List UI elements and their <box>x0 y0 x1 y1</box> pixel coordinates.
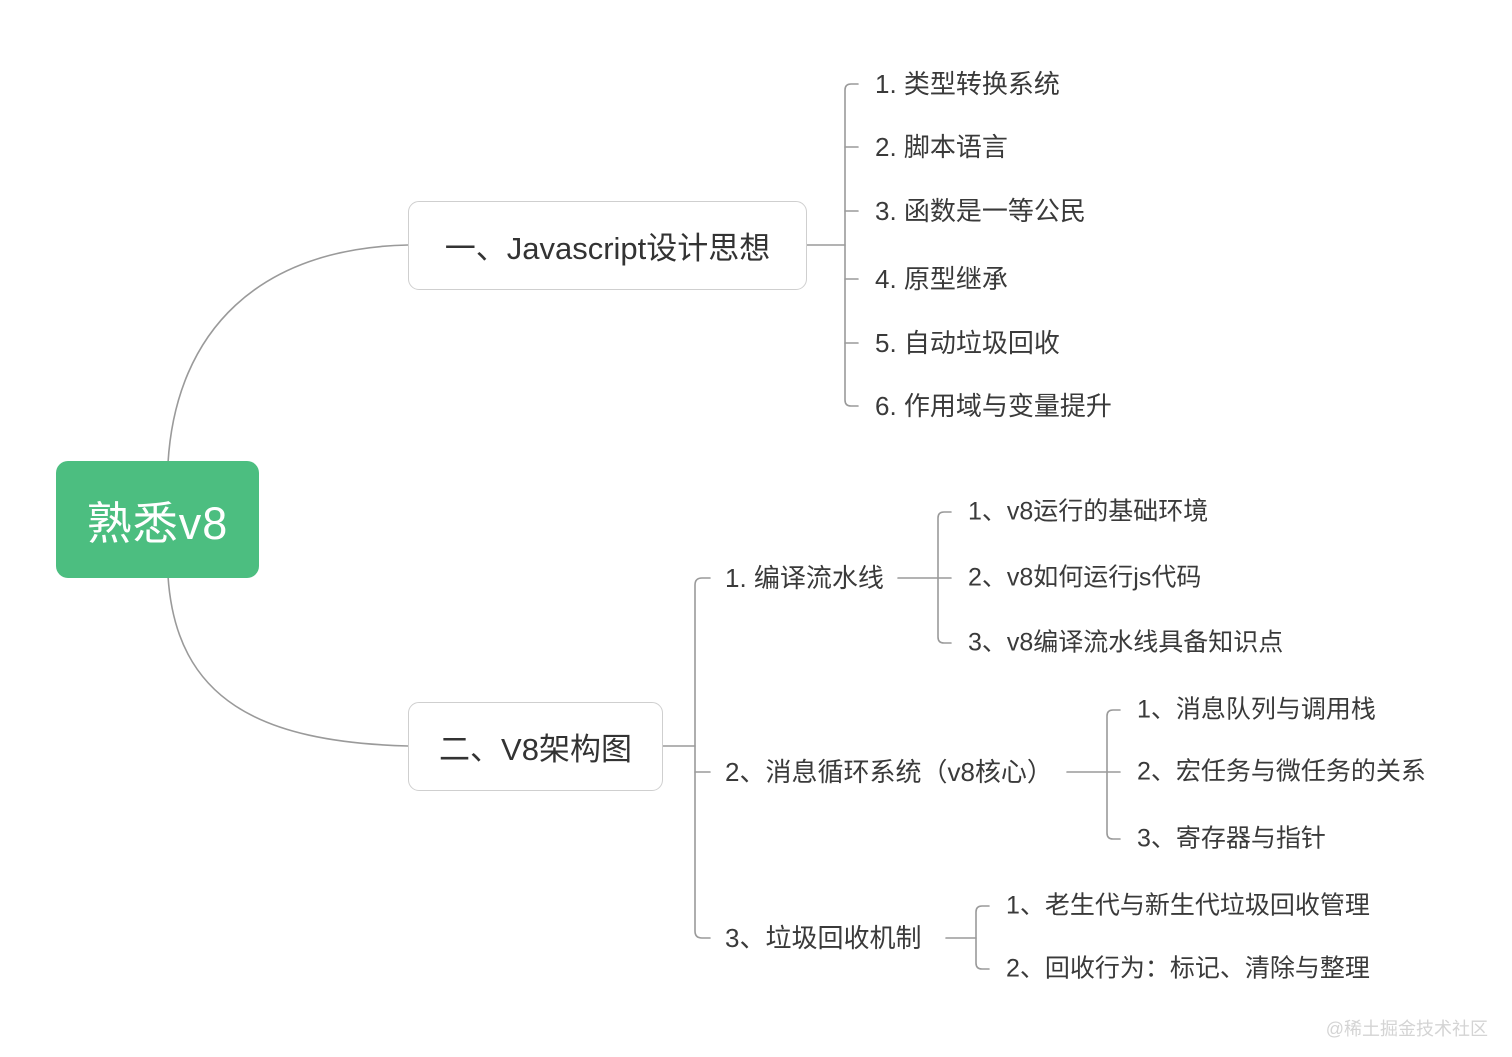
node-compile-pipeline[interactable]: 1. 编译流水线 <box>725 565 884 591</box>
leaf-node-label: 3、寄存器与指针 <box>1137 824 1326 853</box>
leaf-node-label: 6. 作用域与变量提升 <box>875 391 1112 421</box>
leaf-node-pipeline-knowledge[interactable]: 3、v8编译流水线具备知识点 <box>968 628 1284 657</box>
root-node[interactable]: 熟悉v8 <box>56 461 259 578</box>
leaf-node-label: 2. 脚本语言 <box>875 132 1008 162</box>
root-node-label: 熟悉v8 <box>86 498 229 549</box>
leaf-node-auto-gc[interactable]: 5. 自动垃圾回收 <box>875 330 1060 356</box>
branch-node-v8-architecture[interactable]: 二、V8架构图 <box>408 702 663 791</box>
leaf-node-label: 3、v8编译流水线具备知识点 <box>968 628 1284 657</box>
wire-root-to-branch1 <box>167 244 409 464</box>
leaf-node-v8-runtime-environment[interactable]: 1、v8运行的基础环境 <box>968 497 1209 526</box>
leaf-node-registers-pointers[interactable]: 3、寄存器与指针 <box>1137 824 1326 853</box>
wire-eventloop-spine <box>1106 709 1121 840</box>
wire-root-to-branch2 <box>167 575 409 747</box>
branch-node-label: 二、V8架构图 <box>439 732 632 767</box>
leaf-node-label: 2、回收行为：标记、清除与整理 <box>1006 954 1370 983</box>
node-gc-mechanism[interactable]: 3、垃圾回收机制 <box>725 925 921 951</box>
leaf-node-label: 1、v8运行的基础环境 <box>968 497 1209 526</box>
leaf-node-label: 4. 原型继承 <box>875 264 1008 294</box>
leaf-node-label: 1. 类型转换系统 <box>875 69 1060 99</box>
leaf-node-how-v8-runs-js[interactable]: 2、v8如何运行js代码 <box>968 563 1202 592</box>
leaf-node-label: 2、宏任务与微任务的关系 <box>1137 757 1426 786</box>
leaf-node-old-new-generation-gc[interactable]: 1、老生代与新生代垃圾回收管理 <box>1006 891 1370 920</box>
leaf-node-message-queue-call-stack[interactable]: 1、消息队列与调用栈 <box>1137 695 1376 724</box>
node-label: 3、垃圾回收机制 <box>725 923 922 953</box>
branch-node-javascript-design[interactable]: 一、Javascript设计思想 <box>408 201 807 290</box>
leaf-node-type-conversion[interactable]: 1. 类型转换系统 <box>875 71 1060 97</box>
leaf-node-first-class-functions[interactable]: 3. 函数是一等公民 <box>875 198 1086 224</box>
leaf-node-label: 5. 自动垃圾回收 <box>875 328 1060 358</box>
leaf-node-label: 1、消息队列与调用栈 <box>1137 695 1376 724</box>
wire-pipeline-spine <box>937 511 952 644</box>
leaf-node-scope-hoisting[interactable]: 6. 作用域与变量提升 <box>875 393 1112 419</box>
leaf-node-label: 2、v8如何运行js代码 <box>968 563 1202 592</box>
node-label: 2、消息循环系统（v8核心） <box>725 757 1053 787</box>
leaf-node-scripting-language[interactable]: 2. 脚本语言 <box>875 134 1008 160</box>
wire-branch2-spine <box>694 577 711 939</box>
leaf-node-macro-micro-tasks[interactable]: 2、宏任务与微任务的关系 <box>1137 757 1426 786</box>
leaf-node-gc-behavior[interactable]: 2、回收行为：标记、清除与整理 <box>1006 954 1370 983</box>
node-label: 1. 编译流水线 <box>725 563 884 593</box>
wire-gc-spine <box>975 905 990 970</box>
leaf-node-label: 3. 函数是一等公民 <box>875 196 1086 226</box>
wire-branch1-spine <box>844 83 859 407</box>
leaf-node-label: 1、老生代与新生代垃圾回收管理 <box>1006 891 1370 920</box>
node-event-loop-system[interactable]: 2、消息循环系统（v8核心） <box>725 759 1053 785</box>
watermark: @稀土掘金技术社区 <box>1325 1019 1488 1039</box>
branch-node-label: 一、Javascript设计思想 <box>444 231 771 266</box>
leaf-node-prototype-inheritance[interactable]: 4. 原型继承 <box>875 266 1008 292</box>
